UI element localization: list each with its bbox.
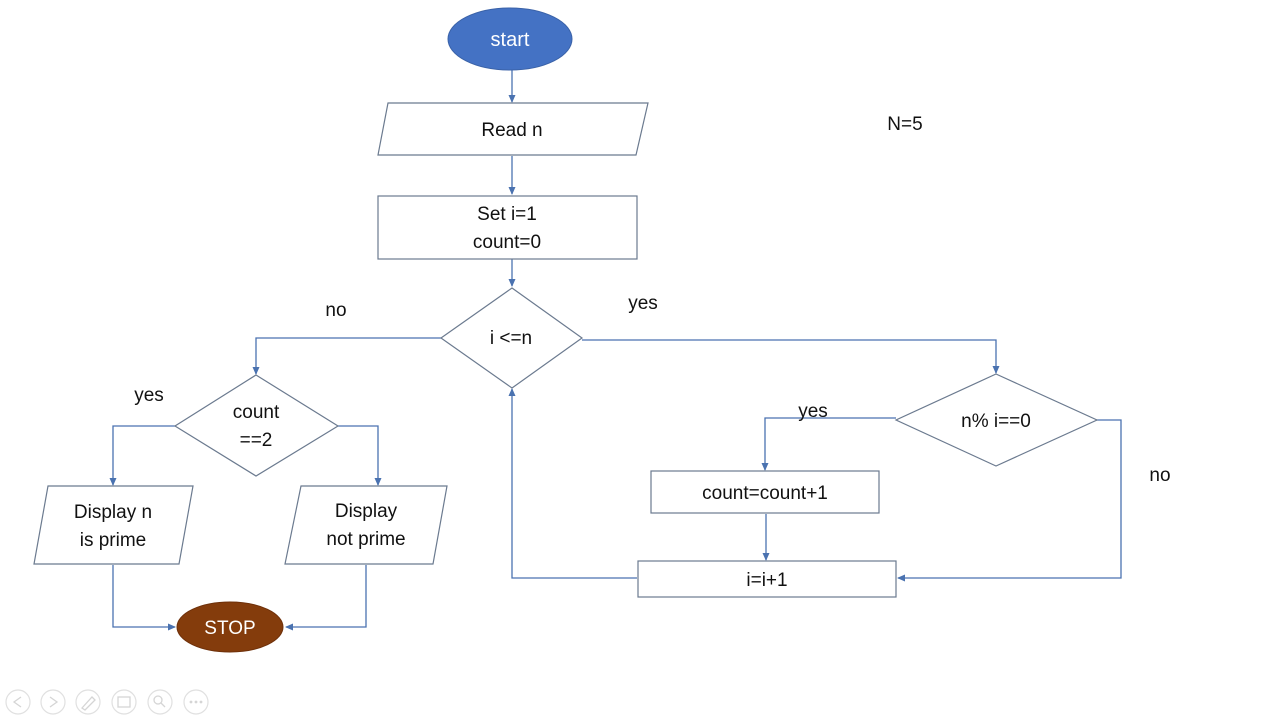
- count-no-arrow: [338, 425, 382, 486]
- increment-i-label: i=i+1: [746, 570, 787, 591]
- set-process-node: Set i=1 count=0: [377, 195, 638, 260]
- not-prime-label-line1: Display: [335, 501, 398, 522]
- prev-button[interactable]: [5, 689, 31, 715]
- loop-cond-label: i <=n: [490, 328, 532, 349]
- set-label-line1: Set i=1: [477, 204, 537, 225]
- read-label: Read n: [481, 120, 542, 141]
- prev-icon: [12, 696, 22, 708]
- n-value-note: N=5: [887, 114, 922, 135]
- increment-count-node: count=count+1: [650, 470, 880, 514]
- not-prime-output-node: Display not prime: [284, 485, 448, 565]
- mod-no-arrow: [897, 419, 1122, 582]
- next-icon: [49, 696, 59, 708]
- mod-yes-arrow: [761, 417, 896, 471]
- prime-label-line2: is prime: [80, 530, 147, 551]
- not-prime-to-stop-arrow: [285, 565, 367, 631]
- count-yes-label: yes: [134, 385, 164, 406]
- count-check-line2: ==2: [240, 430, 273, 451]
- loop-no-arrow: [252, 337, 441, 375]
- set-label-line2: count=0: [473, 232, 541, 253]
- more-icon: [189, 700, 203, 704]
- increment-i-node: i=i+1: [637, 560, 897, 598]
- mod-yes-label: yes: [798, 401, 828, 422]
- read-input-node: Read n: [377, 102, 649, 156]
- increment-count-label: count=count+1: [702, 483, 828, 504]
- prime-output-node: Display n is prime: [33, 485, 194, 565]
- start-terminal: start: [447, 7, 573, 71]
- loop-yes-label: yes: [628, 293, 658, 314]
- zoom-icon: [153, 695, 166, 708]
- loop-condition-node: i <=n: [439, 287, 584, 389]
- not-prime-label-line2: not prime: [326, 529, 405, 550]
- more-button[interactable]: [183, 689, 209, 715]
- player-controls: [5, 689, 209, 715]
- start-label: start: [491, 29, 530, 51]
- pen-button[interactable]: [75, 689, 101, 715]
- zoom-button[interactable]: [147, 689, 173, 715]
- count-check-node: count ==2: [173, 374, 340, 477]
- pen-icon: [81, 696, 96, 711]
- loop-yes-arrow: [582, 339, 1000, 374]
- next-button[interactable]: [40, 689, 66, 715]
- mod-condition-node: n% i==0: [894, 373, 1099, 467]
- connectors: [109, 70, 1122, 631]
- slides-button[interactable]: [111, 689, 137, 715]
- count-check-line1: count: [233, 402, 280, 423]
- i-inc-loop-back-arrow: [508, 388, 637, 579]
- stop-label: STOP: [204, 618, 255, 639]
- mod-cond-label: n% i==0: [961, 411, 1031, 432]
- mod-no-label: no: [1149, 465, 1170, 486]
- slides-icon: [117, 696, 131, 708]
- prime-to-stop-arrow: [112, 565, 176, 631]
- stop-terminal: STOP: [176, 601, 284, 653]
- loop-no-label: no: [325, 300, 346, 321]
- prime-label-line1: Display n: [74, 502, 152, 523]
- count-yes-arrow: [109, 425, 176, 486]
